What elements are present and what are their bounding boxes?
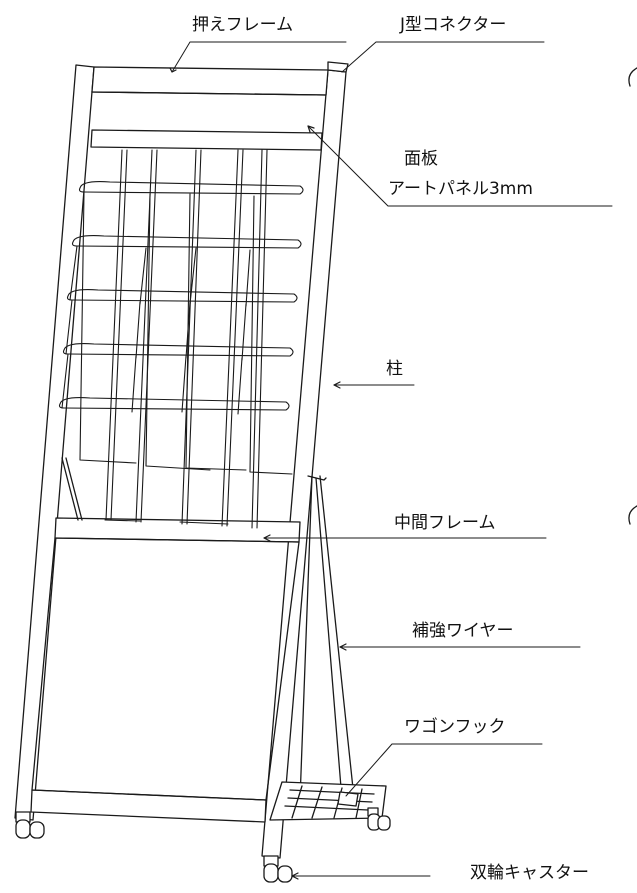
leader-press-frame xyxy=(171,41,347,73)
label-face-panel: 面板 xyxy=(404,149,438,169)
leader-j-connector xyxy=(341,41,545,73)
frame xyxy=(14,61,349,859)
casters xyxy=(15,807,391,883)
right-pillar xyxy=(261,69,347,859)
wire-racks xyxy=(58,149,304,529)
left-pillar xyxy=(14,64,95,821)
label-press-frame: 押えフレーム xyxy=(192,15,294,35)
caster-right-front xyxy=(263,855,293,883)
j-connector-part xyxy=(327,61,349,73)
leader-face-panel xyxy=(307,125,613,207)
label-twin-caster: 双輪キャスター xyxy=(470,863,589,883)
label-wagon-hook: ワゴンフック xyxy=(404,717,506,737)
label-reinforce-wire: 補強ワイヤー xyxy=(412,621,514,641)
face-panel-strip xyxy=(90,129,323,151)
label-art-panel: アートパネル3mm xyxy=(388,179,533,199)
press-frame-rail xyxy=(91,66,329,96)
label-j-connector: J型コネクター xyxy=(400,15,507,35)
reinforcing-wires xyxy=(61,457,355,801)
wagon-hook-part xyxy=(337,791,359,807)
label-pillar: 柱 xyxy=(386,359,403,379)
wagon-base xyxy=(269,781,387,821)
leader-wagon-hook xyxy=(345,743,543,797)
edge-mark-top xyxy=(628,67,637,87)
leader-lines xyxy=(169,41,613,880)
caster-left xyxy=(15,811,45,839)
label-middle-frame: 中間フレーム xyxy=(394,513,496,533)
caster-right-back xyxy=(367,807,391,831)
edge-mark-middle xyxy=(628,505,637,525)
lower-panel xyxy=(31,537,300,801)
